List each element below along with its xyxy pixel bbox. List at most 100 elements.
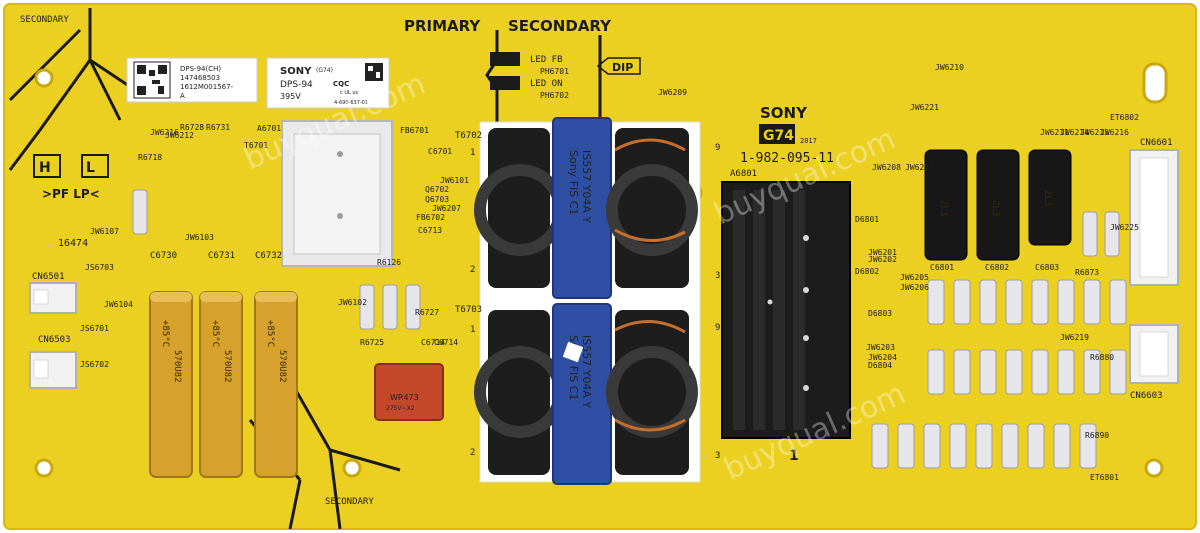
connector-ref-cn6501: CN6501 [32,272,65,282]
ref-designator: JW6210 [935,63,964,72]
smd-resistor [1053,423,1071,469]
svg-text:+85°C: +85°C [160,320,170,347]
sony-logo: SONY [760,104,808,122]
svg-text:DPS-94(CH): DPS-94(CH) [180,65,221,73]
pin-label: 1 [470,325,475,335]
sony-label-sticker: SONY (G74) DPS-94 395V CQC c UL us 4-690… [266,57,390,109]
smd-resistor [927,349,945,395]
smd-resistor [1057,349,1075,395]
transformer-t6703: IS557 Y04A Y Sony FIS C1 [474,303,698,485]
ref-designator: JW6208 [872,163,901,172]
smd-resistor [1031,349,1049,395]
ref-designator: T6701 [244,141,268,150]
pfc-module [281,120,393,267]
qr-sticker: DPS-94(CH) 147468503 1612M001567- A [126,57,258,103]
ref-designator: R6873 [1075,268,1099,277]
ref-designator: PH6702 [540,91,569,100]
svg-text:c UL us: c UL us [340,90,359,96]
smd-resistor [1027,423,1045,469]
smd-resistor [927,279,945,325]
ref-designator: JW6213 [905,163,934,172]
ref-designator: JW6206 [900,283,929,292]
ref-designator: JW6201 [868,248,897,257]
ref-designator: R6880 [1090,353,1114,362]
cap-ref-c6714: C6714 [421,338,445,347]
connector-ref-cn6603: CN6603 [1130,391,1163,401]
ref-designator: JW6202 [868,255,897,264]
smd-resistor-array [132,189,1127,469]
connector-cn6601 [1129,149,1179,286]
ref-designator: Q6702 [425,185,449,194]
smd-resistor [382,284,398,330]
smd-resistor [1109,279,1127,325]
ref-designator: JW6104 [104,300,133,309]
cap-ref-c6730: C6730 [150,251,177,261]
pin-label: 9 [715,143,720,153]
secondary-label-bottom: SECONDARY [325,497,374,507]
ref-designator: JW6204 [868,353,897,362]
svg-text:IS557 Y04A Y: IS557 Y04A Y [580,335,593,408]
svg-text:+85°C: +85°C [265,320,275,347]
pin-label: 3 [715,451,720,461]
ref-designator: JW6211 [1040,128,1069,137]
transformer-t6702: IS557 Y04A Y Sony FIS C1 [474,117,698,299]
svg-text:395V: 395V [280,92,301,101]
ref-designator: JW6212 [165,131,194,140]
cap-c6802: ZL3 [976,149,1020,261]
connector-ref-cn6601: CN6601 [1140,138,1173,148]
smd-resistor [1005,349,1023,395]
smd-resistor [975,423,993,469]
cap-ref-c6803: C6803 [1035,263,1059,272]
ref-designator: Q6703 [425,195,449,204]
pin-label: 2 [470,448,475,458]
ref-designator: C6714 [434,338,458,347]
ref-designator: JW6207 [432,204,461,213]
ref-designator: D6802 [855,267,879,276]
smd-resistor [953,349,971,395]
ref-designator: R6728 [180,123,204,132]
svg-text:ZL3: ZL3 [990,200,1000,216]
svg-text:+85°C: +85°C [210,320,220,347]
ref-designator: FB6702 [416,213,445,222]
ref-designator: JW6102 [338,298,367,307]
cap-ref-c6801: C6801 [930,263,954,272]
smd-resistor [1083,279,1101,325]
stamp-code: 16474 [58,238,88,249]
svg-text:Sony FIS C1: Sony FIS C1 [567,150,580,215]
mount-slot [1142,62,1168,104]
dip-marker: DIP [596,57,641,75]
pin-label: 1 [470,148,475,158]
ref-designator: JS6701 [80,324,109,333]
svg-text:WR473: WR473 [390,393,419,402]
svg-text:275V~X2: 275V~X2 [386,405,415,412]
led-fb-label: LED FB [530,55,563,65]
mount-hole [34,68,54,88]
svg-text:DIP: DIP [612,61,633,74]
ref-designator: C6713 [418,226,442,235]
ref-designator: JW6216 [1100,128,1129,137]
cap-ref-c6731: C6731 [208,251,235,261]
ref-designator: R6890 [1085,431,1109,440]
svg-text:DPS-94: DPS-94 [280,80,313,90]
heatsink [721,181,851,439]
electrolytic-cap-c6731: +85°C 570U82 [199,291,243,478]
smd-resistor [871,423,889,469]
smd-resistor [1079,423,1097,469]
svg-text:ZL3: ZL3 [938,200,948,216]
smd-resistor [1057,279,1075,325]
ref-designator: JW6216 [150,128,179,137]
connector-ref-cn6503: CN6503 [38,335,71,345]
ref-designator: A6701 [257,124,281,133]
smd-resistor [1082,211,1098,257]
smd-resistor [1001,423,1019,469]
ref-designator: JW6107 [90,227,119,236]
smd-resistor [979,349,997,395]
smd-resistor [979,279,997,325]
cap-ref-c6732: C6732 [255,251,282,261]
secondary-label-left: SECONDARY [20,15,69,25]
heatsink-pin-mark: 1 [789,448,799,464]
cap-ref-c6802: C6802 [985,263,1009,272]
svg-text:H: H [39,160,51,176]
